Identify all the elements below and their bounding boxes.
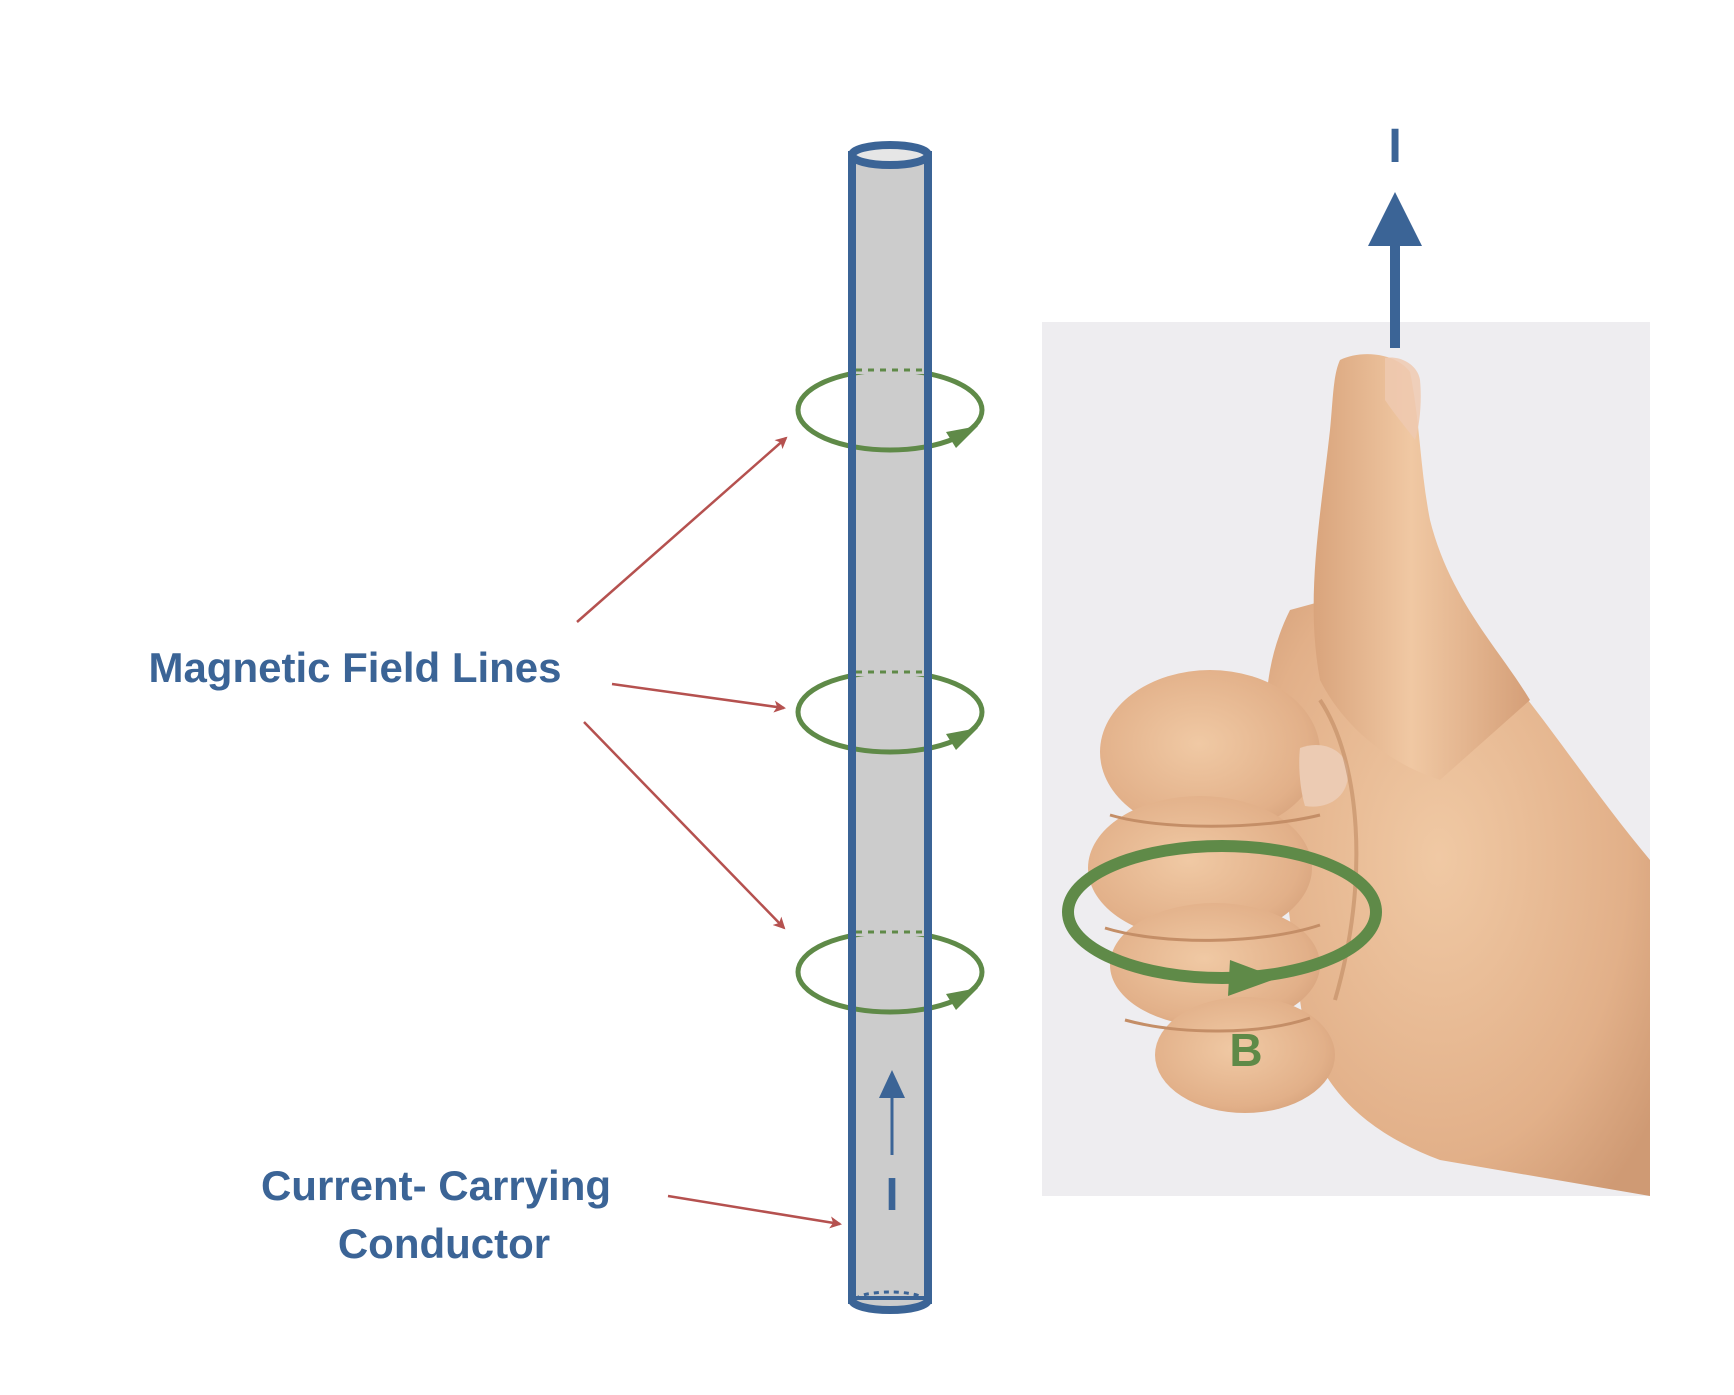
pointer-arrow-top xyxy=(576,436,788,623)
field-symbol-label: B xyxy=(1229,1024,1262,1076)
ring-finger xyxy=(1110,903,1320,1027)
field-loop-top xyxy=(795,366,985,453)
pointer-arrow-bottom xyxy=(583,721,786,930)
conductor-label-line1: Current- Carrying xyxy=(261,1162,611,1209)
current-carrying-conductor xyxy=(848,141,932,1314)
little-finger xyxy=(1155,997,1335,1113)
hand-photo xyxy=(1042,322,1650,1196)
thumbs-up-hand-icon xyxy=(1088,354,1650,1196)
pointer-arrow-middle xyxy=(611,682,786,713)
thumb-current-label: I xyxy=(1388,120,1401,173)
hand-field-loop xyxy=(1062,840,1382,996)
pointer-arrow-conductor xyxy=(667,1194,842,1229)
index-finger xyxy=(1100,670,1320,834)
conductor-bottom-cap xyxy=(848,1298,932,1314)
field-loop-middle xyxy=(795,668,985,755)
conductor-body xyxy=(848,151,932,1304)
conductor-current-arrow xyxy=(879,1070,905,1155)
field-lines-label: Magnetic Field Lines xyxy=(148,644,561,691)
conductor-label-line2: Conductor xyxy=(338,1220,550,1267)
field-pointer-arrows xyxy=(576,436,788,930)
middle-finger xyxy=(1088,796,1312,940)
thumb-current-arrow xyxy=(1368,192,1422,348)
arrow-up-icon xyxy=(879,1070,905,1098)
conductor-current-label: I xyxy=(886,1168,899,1220)
conductor-top-cap xyxy=(848,141,932,169)
arrow-up-icon xyxy=(1368,192,1422,246)
field-loop-bottom xyxy=(795,928,985,1015)
